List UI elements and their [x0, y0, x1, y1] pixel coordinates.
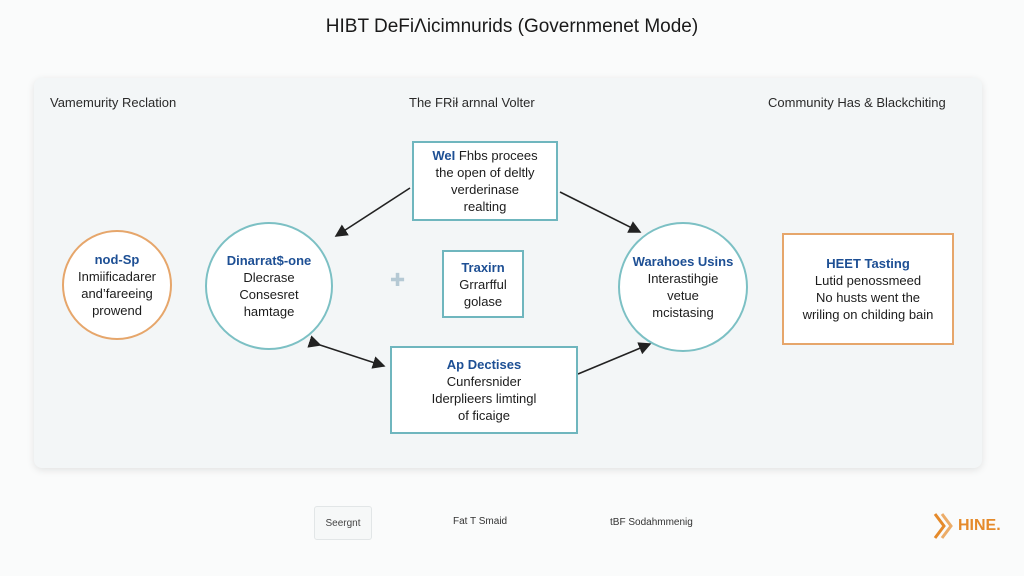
- node-heading: HEET Tasting: [826, 256, 910, 271]
- footer-item: tBF Sodahmmenig: [610, 517, 693, 528]
- arrow-icon: [577, 342, 652, 375]
- node-bottom: Ap Dectises Cunfersnider Iderplieers lim…: [390, 346, 578, 434]
- logo-text: HINE.: [958, 517, 1001, 534]
- node-line: Iderplieers limtingl: [431, 391, 537, 406]
- node-line: hamtage: [243, 304, 295, 319]
- node-top: WeI Fhbs procees the open of deltly verd…: [412, 141, 558, 221]
- node-heading: Dinarrat$-one: [226, 253, 312, 268]
- footer-button[interactable]: Seergnt: [314, 506, 372, 540]
- node-line: wriling on childing bain: [802, 307, 934, 322]
- arrow-icon: [334, 187, 411, 237]
- node-line: Grrarfful: [459, 276, 507, 292]
- node-line: No husts went the: [815, 290, 921, 305]
- node-line: Lutid penossmeed: [814, 273, 922, 288]
- node-line: Cunfersnider: [446, 374, 522, 389]
- node-heading: nod-Sp: [94, 252, 140, 267]
- node-line: and’fareeing: [81, 286, 153, 301]
- node-heading: Traxirn: [461, 259, 505, 275]
- node-right-teal: Warahoes Usins Interastihgie vetue mcist…: [618, 222, 748, 352]
- footer-button-label: Seergnt: [325, 517, 361, 529]
- node-line: Consesret: [239, 287, 299, 302]
- node-top-line: realting: [463, 199, 507, 214]
- node-line: golase: [463, 293, 503, 309]
- plus-icon: ✚: [390, 270, 406, 290]
- node-center: Traxirn Grrarfful golase: [442, 250, 524, 318]
- node-line: prowend: [92, 303, 142, 318]
- brand-logo: HINE.: [932, 512, 1001, 540]
- column-label-right: Community Has & Blackchiting: [768, 95, 946, 110]
- node-right-orange: HEET Tasting Lutid penossmeed No husts w…: [782, 233, 954, 345]
- node-left-orange: nod-Sp Inmiificadarer and’fareeing prowe…: [62, 230, 172, 340]
- diagram-title: HIBT DeFiΛicimnurids (Governmenet Mode): [325, 16, 699, 37]
- logo-icon: [933, 513, 953, 539]
- node-top-heading: WeI: [432, 148, 456, 163]
- column-label-center: The FRił arnnal Volter: [409, 95, 535, 110]
- node-heading: Warahoes Usins: [632, 254, 734, 269]
- node-heading: Ap Dectises: [446, 357, 522, 372]
- arrow-icon: [307, 335, 386, 369]
- node-line: mcistasing: [652, 305, 714, 320]
- arrow-icon: [559, 191, 642, 233]
- node-top-line: the open of deltly: [435, 165, 535, 180]
- node-line: Interastihgie: [647, 271, 719, 286]
- node-line: of ficaige: [457, 408, 511, 423]
- node-top-line: Fhbs procees: [458, 148, 538, 163]
- node-line: Dlecrase: [243, 270, 295, 285]
- column-label-left: Vamemurity Reclation: [50, 95, 177, 110]
- node-line: vetue: [667, 288, 699, 303]
- node-left-teal: Dinarrat$-one Dlecrase Consesret hamtage: [205, 222, 333, 350]
- footer-item: Fat T Smaid: [453, 516, 508, 527]
- node-line: Inmiificadarer: [77, 269, 157, 284]
- node-top-line: verderinase: [451, 182, 519, 197]
